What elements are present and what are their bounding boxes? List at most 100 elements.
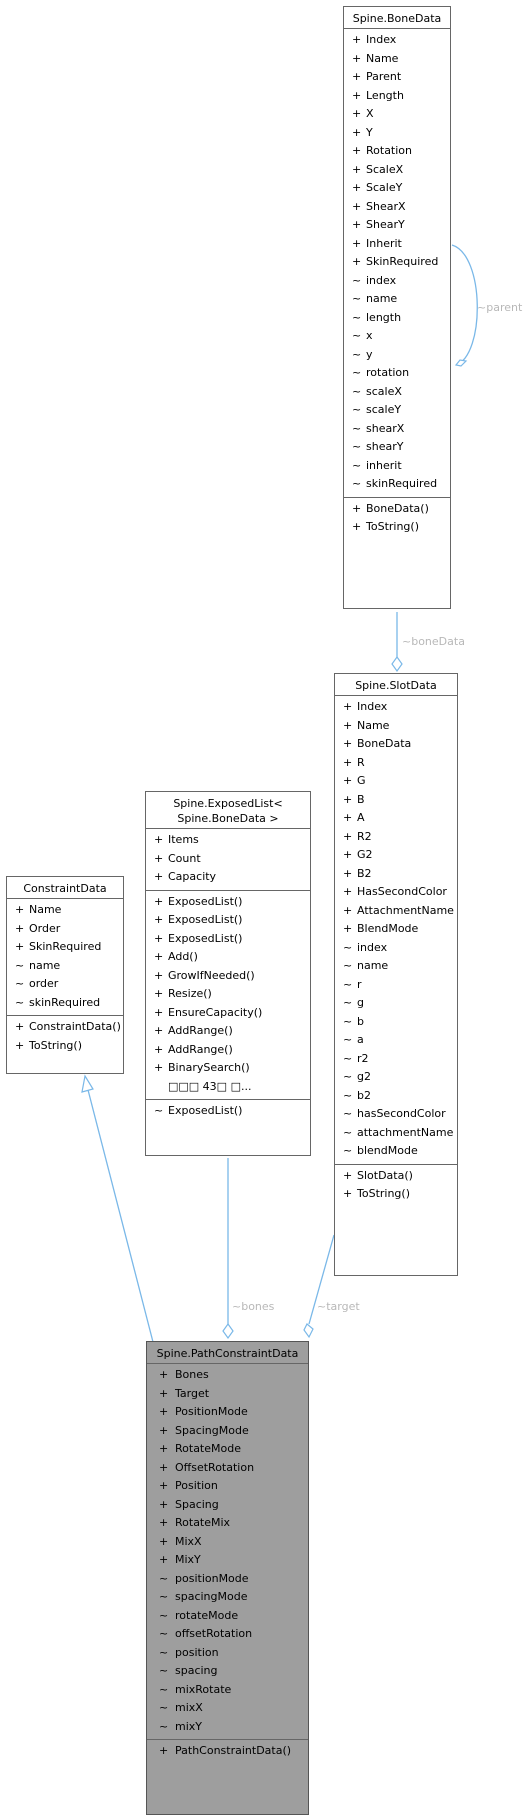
member-row[interactable]: ~x: [344, 327, 450, 346]
member-row[interactable]: +B2: [335, 865, 457, 884]
member-row[interactable]: +Order: [7, 920, 123, 939]
member-row[interactable]: +Y: [344, 124, 450, 143]
member-row[interactable]: +B: [335, 791, 457, 810]
member-row[interactable]: +OffsetRotation: [147, 1459, 308, 1478]
member-row[interactable]: +Name: [335, 717, 457, 736]
member-row[interactable]: +BlendMode: [335, 920, 457, 939]
member-row[interactable]: +AddRange(): [146, 1041, 310, 1060]
member-row[interactable]: +Capacity: [146, 868, 310, 887]
member-row[interactable]: +GrowIfNeeded(): [146, 967, 310, 986]
member-row[interactable]: +Target: [147, 1385, 308, 1404]
member-row[interactable]: ~hasSecondColor: [335, 1105, 457, 1124]
member-row[interactable]: □□□ 43□ □...: [146, 1078, 310, 1097]
member-row[interactable]: ~inherit: [344, 457, 450, 476]
member-row[interactable]: +HasSecondColor: [335, 883, 457, 902]
member-row[interactable]: +ExposedList(): [146, 893, 310, 912]
member-row[interactable]: +ExposedList(): [146, 911, 310, 930]
member-row[interactable]: +SlotData(): [335, 1167, 457, 1186]
member-row[interactable]: ~index: [335, 939, 457, 958]
member-row[interactable]: +Parent: [344, 68, 450, 87]
member-row[interactable]: ~mixX: [147, 1699, 308, 1718]
member-row[interactable]: +G: [335, 772, 457, 791]
member-row[interactable]: +ConstraintData(): [7, 1018, 123, 1037]
member-row[interactable]: +BoneData(): [344, 500, 450, 519]
member-row[interactable]: ~a: [335, 1031, 457, 1050]
member-row[interactable]: +BinarySearch(): [146, 1059, 310, 1078]
member-row[interactable]: ~shearY: [344, 438, 450, 457]
member-row[interactable]: ~name: [7, 957, 123, 976]
member-row[interactable]: +ExposedList(): [146, 930, 310, 949]
member-row[interactable]: ~ExposedList(): [146, 1102, 310, 1121]
member-row[interactable]: +Index: [335, 698, 457, 717]
member-row[interactable]: ~skinRequired: [7, 994, 123, 1013]
class-exposedlist[interactable]: Spine.ExposedList<Spine.BoneData >+Items…: [145, 791, 311, 1156]
member-row[interactable]: +ToString(): [7, 1037, 123, 1056]
member-row[interactable]: +Length: [344, 87, 450, 106]
member-row[interactable]: +Spacing: [147, 1496, 308, 1515]
member-row[interactable]: ~y: [344, 346, 450, 365]
member-row[interactable]: +SkinRequired: [7, 938, 123, 957]
member-row[interactable]: +Inherit: [344, 235, 450, 254]
member-row[interactable]: ~spacing: [147, 1662, 308, 1681]
member-row[interactable]: +EnsureCapacity(): [146, 1004, 310, 1023]
member-row[interactable]: ~r2: [335, 1050, 457, 1069]
member-row[interactable]: ~skinRequired: [344, 475, 450, 494]
member-row[interactable]: +AttachmentName: [335, 902, 457, 921]
member-row[interactable]: +ToString(): [335, 1185, 457, 1204]
member-row[interactable]: +Rotation: [344, 142, 450, 161]
member-row[interactable]: ~b: [335, 1013, 457, 1032]
member-row[interactable]: ~g: [335, 994, 457, 1013]
member-row[interactable]: +R2: [335, 828, 457, 847]
member-row[interactable]: ~rotation: [344, 364, 450, 383]
member-row[interactable]: +ScaleX: [344, 161, 450, 180]
member-row[interactable]: ~g2: [335, 1068, 457, 1087]
member-row[interactable]: +PositionMode: [147, 1403, 308, 1422]
class-constraintdata[interactable]: ConstraintData+Name+Order+SkinRequired~n…: [6, 876, 124, 1074]
member-row[interactable]: +BoneData: [335, 735, 457, 754]
member-row[interactable]: ~r: [335, 976, 457, 995]
member-row[interactable]: ~scaleX: [344, 383, 450, 402]
member-row[interactable]: +Name: [7, 901, 123, 920]
member-row[interactable]: ~mixY: [147, 1718, 308, 1737]
member-row[interactable]: +A: [335, 809, 457, 828]
class-bonedata[interactable]: Spine.BoneData+Index+Name+Parent+Length+…: [343, 6, 451, 609]
member-row[interactable]: ~mixRotate: [147, 1681, 308, 1700]
member-row[interactable]: ~attachmentName: [335, 1124, 457, 1143]
member-row[interactable]: ~offsetRotation: [147, 1625, 308, 1644]
member-row[interactable]: ~order: [7, 975, 123, 994]
member-row[interactable]: ~blendMode: [335, 1142, 457, 1161]
member-row[interactable]: ~scaleY: [344, 401, 450, 420]
member-row[interactable]: +SkinRequired: [344, 253, 450, 272]
member-row[interactable]: +ScaleY: [344, 179, 450, 198]
member-row[interactable]: ~shearX: [344, 420, 450, 439]
member-row[interactable]: ~name: [344, 290, 450, 309]
member-row[interactable]: +MixX: [147, 1533, 308, 1552]
member-row[interactable]: +Position: [147, 1477, 308, 1496]
member-row[interactable]: ~position: [147, 1644, 308, 1663]
class-pathconstraintdata[interactable]: Spine.PathConstraintData+Bones+Target+Po…: [146, 1341, 309, 1815]
member-row[interactable]: +AddRange(): [146, 1022, 310, 1041]
member-row[interactable]: ~index: [344, 272, 450, 291]
member-row[interactable]: ~length: [344, 309, 450, 328]
member-row[interactable]: +RotateMode: [147, 1440, 308, 1459]
member-row[interactable]: +PathConstraintData(): [147, 1742, 308, 1761]
member-row[interactable]: ~name: [335, 957, 457, 976]
member-row[interactable]: +Name: [344, 50, 450, 69]
member-row[interactable]: +X: [344, 105, 450, 124]
member-row[interactable]: +Count: [146, 850, 310, 869]
member-row[interactable]: +ShearY: [344, 216, 450, 235]
member-row[interactable]: ~rotateMode: [147, 1607, 308, 1626]
member-row[interactable]: +SpacingMode: [147, 1422, 308, 1441]
member-row[interactable]: ~b2: [335, 1087, 457, 1106]
member-row[interactable]: +R: [335, 754, 457, 773]
class-slotdata[interactable]: Spine.SlotData+Index+Name+BoneData+R+G+B…: [334, 673, 458, 1276]
member-row[interactable]: +Bones: [147, 1366, 308, 1385]
member-row[interactable]: +Index: [344, 31, 450, 50]
member-row[interactable]: +Items: [146, 831, 310, 850]
member-row[interactable]: ~spacingMode: [147, 1588, 308, 1607]
member-row[interactable]: +ToString(): [344, 518, 450, 537]
member-row[interactable]: +RotateMix: [147, 1514, 308, 1533]
member-row[interactable]: +G2: [335, 846, 457, 865]
member-row[interactable]: +Add(): [146, 948, 310, 967]
member-row[interactable]: ~positionMode: [147, 1570, 308, 1589]
